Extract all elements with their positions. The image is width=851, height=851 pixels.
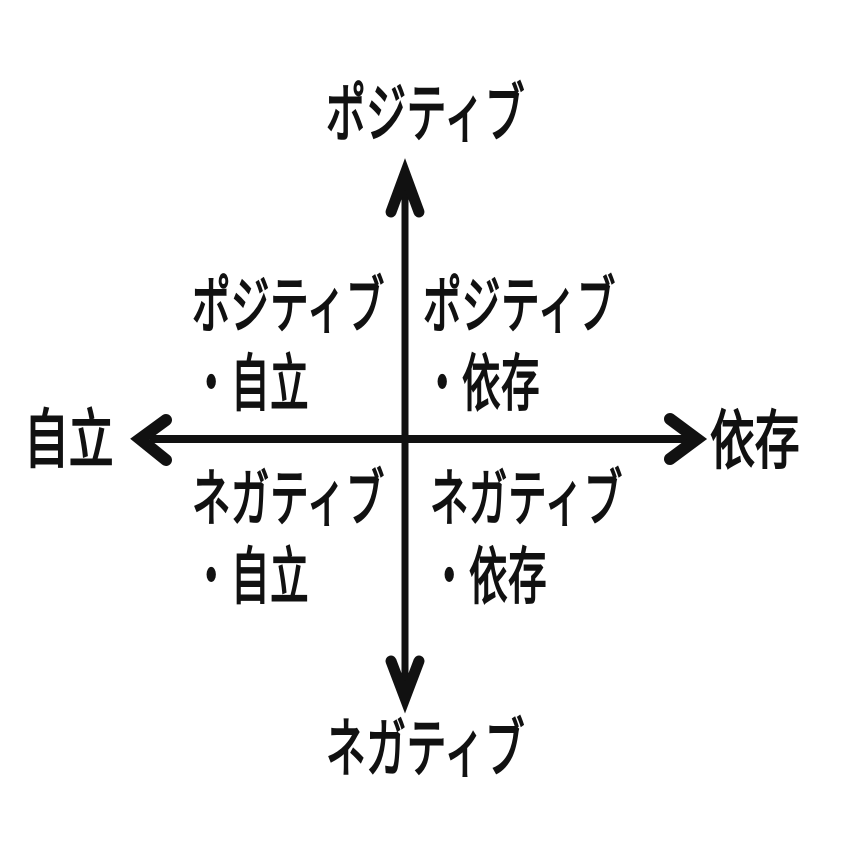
axis-label-positive: ポジティブ [0,82,851,146]
quadrant-bottom-right-line1: ネガティブ [430,465,623,534]
quadrant-label-top-right: ポジティブ ・依存 [423,268,734,424]
axis-label-negative: ネガティブ [0,717,851,781]
axis-label-independence-text: 自立 [24,404,114,476]
quadrant-bottom-right-line2: ・依存 [430,543,548,612]
arrowhead-right-icon [664,413,708,465]
axis-label-positive-text: ポジティブ [325,78,526,150]
arrowhead-down-icon [385,655,425,714]
axis-label-independence: 自立 [24,408,152,472]
arrowhead-left-icon [130,414,172,466]
quadrant-bottom-left-line1: ネガティブ [192,465,385,534]
quadrant-top-left-line2: ・自立 [192,350,310,419]
quadrant-top-right-line1: ポジティブ [423,272,616,341]
quadrant-top-right-line2: ・依存 [423,350,541,419]
axis-label-dependence-text: 依存 [710,405,800,477]
arrowhead-up-icon [385,158,425,218]
axis-label-dependence: 依存 [710,409,838,473]
quadrant-label-bottom-right: ネガティブ ・依存 [430,461,741,617]
quadrant-label-bottom-left: ネガティブ ・自立 [192,461,503,617]
quadrant-bottom-left-line2: ・自立 [192,543,310,612]
quadrant-top-left-line1: ポジティブ [192,272,385,341]
quadrant-label-top-left: ポジティブ ・自立 [192,268,503,424]
axis-label-negative-text: ネガティブ [325,713,526,785]
